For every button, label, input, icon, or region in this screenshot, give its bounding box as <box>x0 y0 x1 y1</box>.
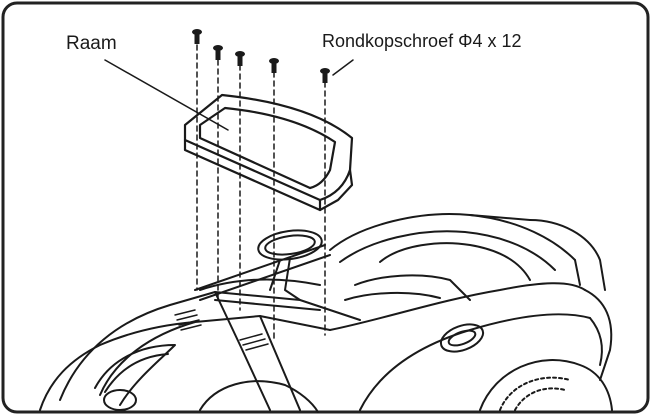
screw-4 <box>269 58 279 73</box>
window-leader-line <box>104 59 229 131</box>
screw-label: Rondkopschroef Φ4 x 12 <box>322 31 522 51</box>
windshield-part <box>183 93 354 212</box>
screw-5 <box>320 68 330 83</box>
screw-3 <box>235 51 245 66</box>
screw-leader-line <box>332 59 354 76</box>
screw-2 <box>213 45 223 60</box>
window-label: Raam <box>66 33 117 54</box>
screw-guide-lines <box>196 44 326 341</box>
screw-1 <box>192 29 202 44</box>
ride-on-car <box>39 213 613 413</box>
